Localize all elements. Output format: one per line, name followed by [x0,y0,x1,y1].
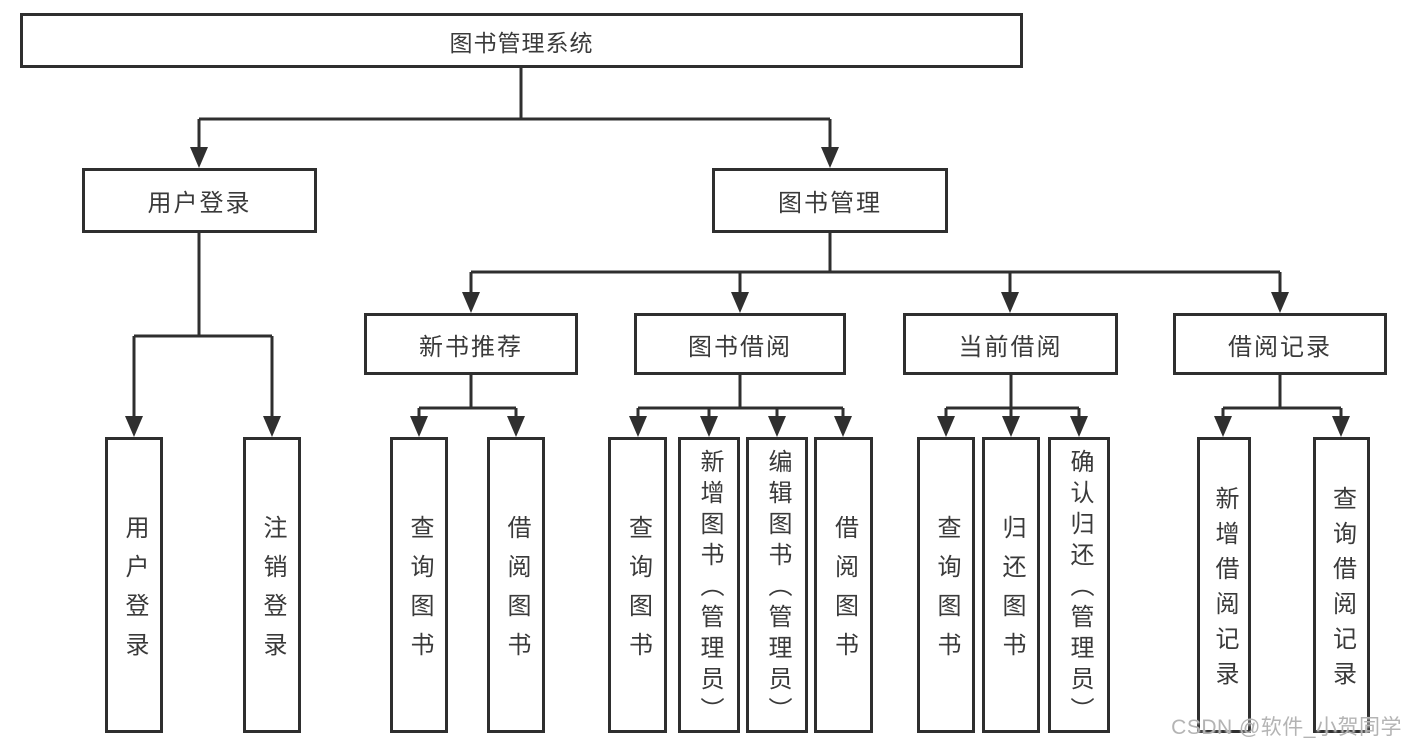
leaf-borrowing-edit-admin-label: 编辑图书（管理员） [764,449,791,728]
leaf-records-add-label: 新增借阅记录 [1211,485,1238,696]
leaf-logout-label: 注销登录 [259,514,286,671]
node-borrow-records-label: 借阅记录 [1228,333,1332,361]
node-current-borrowing-label: 当前借阅 [958,333,1063,361]
connector-borrow-records [1214,375,1350,437]
leaf-newbooks-query: 查询图书 [390,437,448,733]
leaf-borrowing-add-admin-label: 新增图书（管理员） [696,449,723,728]
leaf-borrowing-query: 查询图书 [608,437,667,733]
leaf-logout: 注销登录 [243,437,301,733]
node-current-borrowing: 当前借阅 [903,313,1118,375]
connector-user-login [125,233,281,437]
leaf-current-query: 查询图书 [917,437,975,733]
leaf-user-login-label: 用户登录 [121,514,148,671]
leaf-borrowing-borrow: 借阅图书 [814,437,873,733]
leaf-newbooks-borrow: 借阅图书 [487,437,545,733]
leaf-records-query-label: 查询借阅记录 [1328,485,1356,696]
node-new-books: 新书推荐 [364,313,578,375]
leaf-current-confirm-admin: 确认归还（管理员） [1048,437,1110,733]
node-user-login-label: 用户登录 [147,190,252,217]
node-new-books-label: 新书推荐 [419,333,523,361]
leaf-borrowing-borrow-label: 借阅图书 [830,514,858,671]
connector-current-borrowing [937,375,1088,437]
csdn-watermark: CSDN @软件_小贺同学 [1171,716,1402,739]
node-book-borrowing: 图书借阅 [634,313,846,375]
leaf-user-login: 用户登录 [105,437,163,733]
leaf-borrowing-query-label: 查询图书 [624,514,652,671]
connector-new-books [410,375,525,437]
node-book-borrowing-label: 图书借阅 [688,333,792,361]
leaf-newbooks-query-label: 查询图书 [406,514,433,671]
connector-book-borrowing [629,375,852,437]
leaf-current-return: 归还图书 [982,437,1040,733]
leaf-borrowing-edit-admin: 编辑图书（管理员） [746,437,808,733]
connector-book-management [462,232,1289,313]
leaf-records-add: 新增借阅记录 [1197,437,1251,733]
leaf-current-confirm-admin-label: 确认归还（管理员） [1066,449,1093,728]
node-root-label: 图书管理系统 [449,29,594,56]
node-book-management-label: 图书管理 [778,190,882,217]
leaf-current-return-label: 归还图书 [998,514,1025,671]
node-book-management: 图书管理 [712,168,948,233]
node-user-login: 用户登录 [82,168,317,233]
leaf-current-query-label: 查询图书 [933,514,960,671]
leaf-newbooks-borrow-label: 借阅图书 [503,514,530,671]
connector-root [190,68,839,168]
leaf-borrowing-add-admin: 新增图书（管理员） [678,437,740,733]
node-root: 图书管理系统 [20,13,1023,68]
leaf-records-query: 查询借阅记录 [1313,437,1370,733]
node-borrow-records: 借阅记录 [1173,313,1387,375]
